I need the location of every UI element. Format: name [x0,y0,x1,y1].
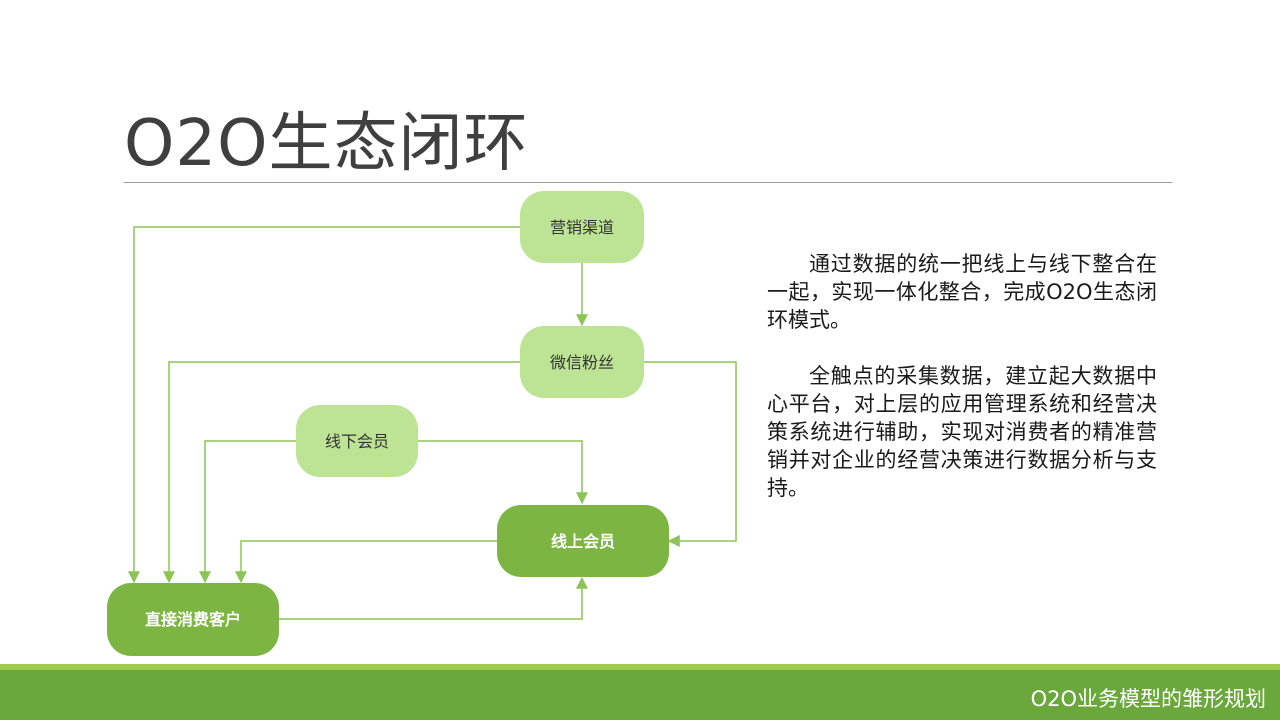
title-divider [124,182,1172,183]
connector-offline-to-customer [199,440,296,584]
footer-title: O2O业务模型的雏形规划 [1030,687,1266,711]
node-online-member: 线上会员 [497,505,669,577]
node-offline-member-label: 线下会员 [325,432,389,451]
node-direct-customer-label: 直接消费客户 [145,610,241,629]
connector-marketing-to-customer [128,226,520,584]
footer-accent-line [0,664,1280,670]
node-wechat-fans-label: 微信粉丝 [550,353,614,372]
connector-customer-to-online [279,576,588,620]
node-wechat-fans: 微信粉丝 [520,326,644,398]
node-direct-customer: 直接消费客户 [107,583,279,656]
ecosystem-flow-diagram: 营销渠道 微信粉丝 线下会员 线上会员 直接消费客户 [107,191,737,656]
connector-wechat-to-online [644,361,737,547]
node-offline-member: 线下会员 [296,405,418,477]
description-paragraph-1: 通过数据的统一把线上与线下整合在一起，实现一体化整合，完成O2O生态闭环模式。 [767,252,1157,332]
node-online-member-label: 线上会员 [551,532,615,551]
node-marketing-channel: 营销渠道 [520,191,644,263]
description-paragraph-2: 全触点的采集数据，建立起大数据中心平台，对上层的应用管理系统和经营决策系统进行辅… [767,364,1157,500]
description-panel: 通过数据的统一把线上与线下整合在一起，实现一体化整合，完成O2O生态闭环模式。 … [767,250,1157,502]
page-title: O2O生态闭环 [124,107,529,181]
connector-online-to-customer [235,540,497,584]
connector-offline-to-online [418,440,588,505]
footer-bar [0,670,1280,720]
connector-wechat-to-customer [163,361,520,584]
node-marketing-channel-label: 营销渠道 [550,218,614,237]
